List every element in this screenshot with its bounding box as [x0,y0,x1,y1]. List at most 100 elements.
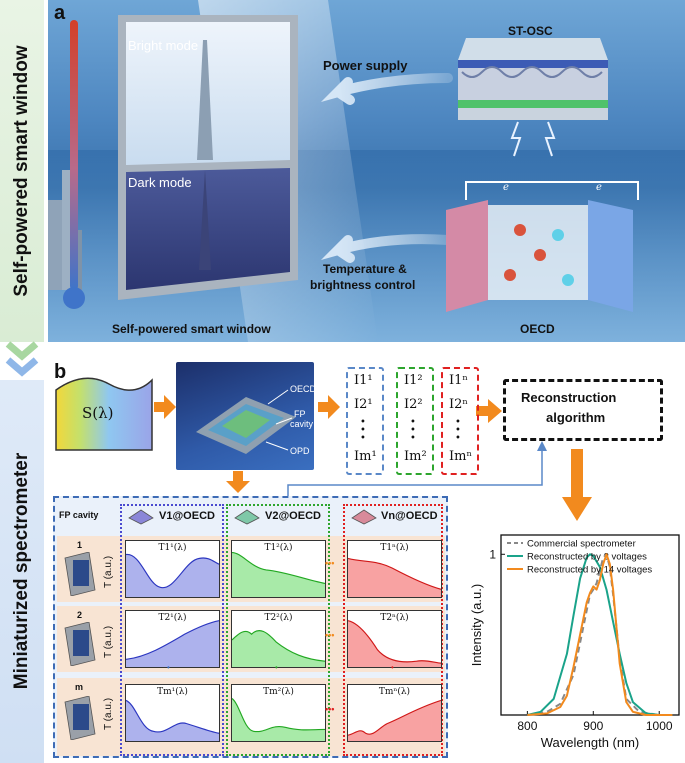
intensity-value: Im¹ [354,449,377,464]
algorithm-label: algorithm [546,410,606,425]
ellipsis-dot: • [360,433,366,444]
legend-label: Reconstructed by 2 voltages [527,552,647,563]
legend-label: Reconstructed by 14 voltages [527,565,652,576]
ellipsis-dot: • [360,417,366,428]
panel-b-label: b [54,361,67,383]
feedback-connector [287,441,547,501]
intensity-value: I2¹ [354,397,373,412]
panel-a: a Bright mode Dark mode Self-powered sma… [48,0,685,342]
panel-b: b S(λ) [48,357,685,763]
electron-label: e [596,182,602,193]
series-line [527,553,673,716]
fp-cavity-array-icon [64,696,96,740]
chip-cavity-label: cavity [290,419,314,429]
ellipsis-dot: • [455,425,461,436]
dark-mode-label: Dark mode [128,175,192,190]
power-supply-label: Power supply [323,58,408,73]
chip-opd-label: OPD [290,446,310,456]
temperature-control-label: Temperature & [323,262,407,276]
vertical-ellipsis: • [275,663,278,672]
plot-frame [500,534,680,716]
transmission-curve [232,552,325,597]
chip-oecd-label: OECD [290,384,314,394]
transmission-label: T2²(λ) [264,613,293,623]
intensity-value: Imⁿ [449,449,473,464]
panel-a-illustration [48,0,685,342]
series-line [527,553,673,716]
transmission-curve [232,698,325,741]
transmission-plot: T1ⁿ(λ) [347,540,442,598]
fp-cavity-array-icon [64,552,96,596]
intensity-value: I2ⁿ [449,397,469,412]
x-axis-label: Wavelength (nm) [541,735,640,750]
column-v1-box [120,504,224,756]
intensity-value: I1² [404,373,423,388]
transmission-plot: T1²(λ) [231,540,326,598]
oecd-layer-icon [128,509,154,525]
x-tick-label: 900 [583,719,603,733]
intensity-value: I1¹ [354,373,373,388]
intensity-value: Im² [404,449,427,464]
x-tick-label: 800 [517,719,537,733]
y-axis-label: Intensity (a.u.) [469,584,484,666]
arrow-right-icon [476,399,502,423]
t-axis-label: T (a.u.) [103,625,114,658]
reconstruction-algorithm-box [503,379,663,441]
row-label: 1 [77,540,83,550]
source-label: S(λ) [82,404,114,422]
ellipsis-dot: • [410,425,416,436]
intensity-column-1 [346,367,384,475]
arrow-down-icon [226,471,250,493]
legend-label: Commercial spectrometer [527,539,636,550]
st-osc-label: ST-OSC [508,24,553,38]
arrow-down-icon [562,449,592,521]
ellipsis-dot: • [455,433,461,444]
transmission-curve [348,620,441,667]
ellipsis-dots: ••• [325,630,335,640]
transmission-plot: Tm²(λ) [231,684,326,742]
transmission-plot: Tm¹(λ) [125,684,220,742]
oecd-layer-icon [351,509,377,525]
arrow-right-icon [318,395,340,419]
column-v2-box [226,504,330,756]
transmission-label: Tm²(λ) [263,687,294,697]
oecd-layer-icon [234,509,260,525]
side-band-bottom: Miniaturized spectrometer [0,380,44,763]
ellipsis-dot: • [360,425,366,436]
smart-window-caption: Self-powered smart window [112,322,271,336]
transmission-label: Tm¹(λ) [157,687,188,697]
column-header-v1: V1@OECD [159,510,215,522]
ellipsis-dot: • [410,417,416,428]
bright-mode-label: Bright mode [128,38,199,53]
transmission-curve [348,557,441,597]
source-spectrum [55,377,153,451]
oecd-label: OECD [520,322,555,336]
transmission-label: Tmⁿ(λ) [378,687,411,697]
transmission-plot: T2ⁿ(λ) [347,610,442,668]
ellipsis-dot: • [410,433,416,444]
transmission-plot: T1¹(λ) [125,540,220,598]
side-title-bottom: Miniaturized spectrometer [11,452,32,690]
y-tick-label: 1 [489,547,496,561]
transmission-curve [348,699,441,741]
intensity-value: I2² [404,397,423,412]
ellipsis-dots: ••• [325,704,335,714]
ellipsis-dots: ••• [325,558,335,568]
fp-cavity-array-icon [64,622,96,666]
electron-label: e [503,182,509,193]
transmission-curve [126,620,219,667]
reconstruction-label: Reconstruction [521,390,617,405]
transmission-label: T2¹(λ) [158,613,187,623]
transmission-curve [126,553,219,597]
transmission-label: T1ⁿ(λ) [380,543,409,553]
fp-cavity-header: FP cavity [59,510,99,520]
transmission-label: T2ⁿ(λ) [380,613,409,623]
side-band-top: Self-powered smart window [0,0,44,342]
transmission-label: T1¹(λ) [158,543,187,553]
transmission-plot: T2¹(λ) [125,610,220,668]
intensity-column-n [441,367,479,475]
transmission-plot: Tmⁿ(λ) [347,684,442,742]
intensity-value: I1ⁿ [449,373,469,388]
chip-illustration [196,389,296,454]
